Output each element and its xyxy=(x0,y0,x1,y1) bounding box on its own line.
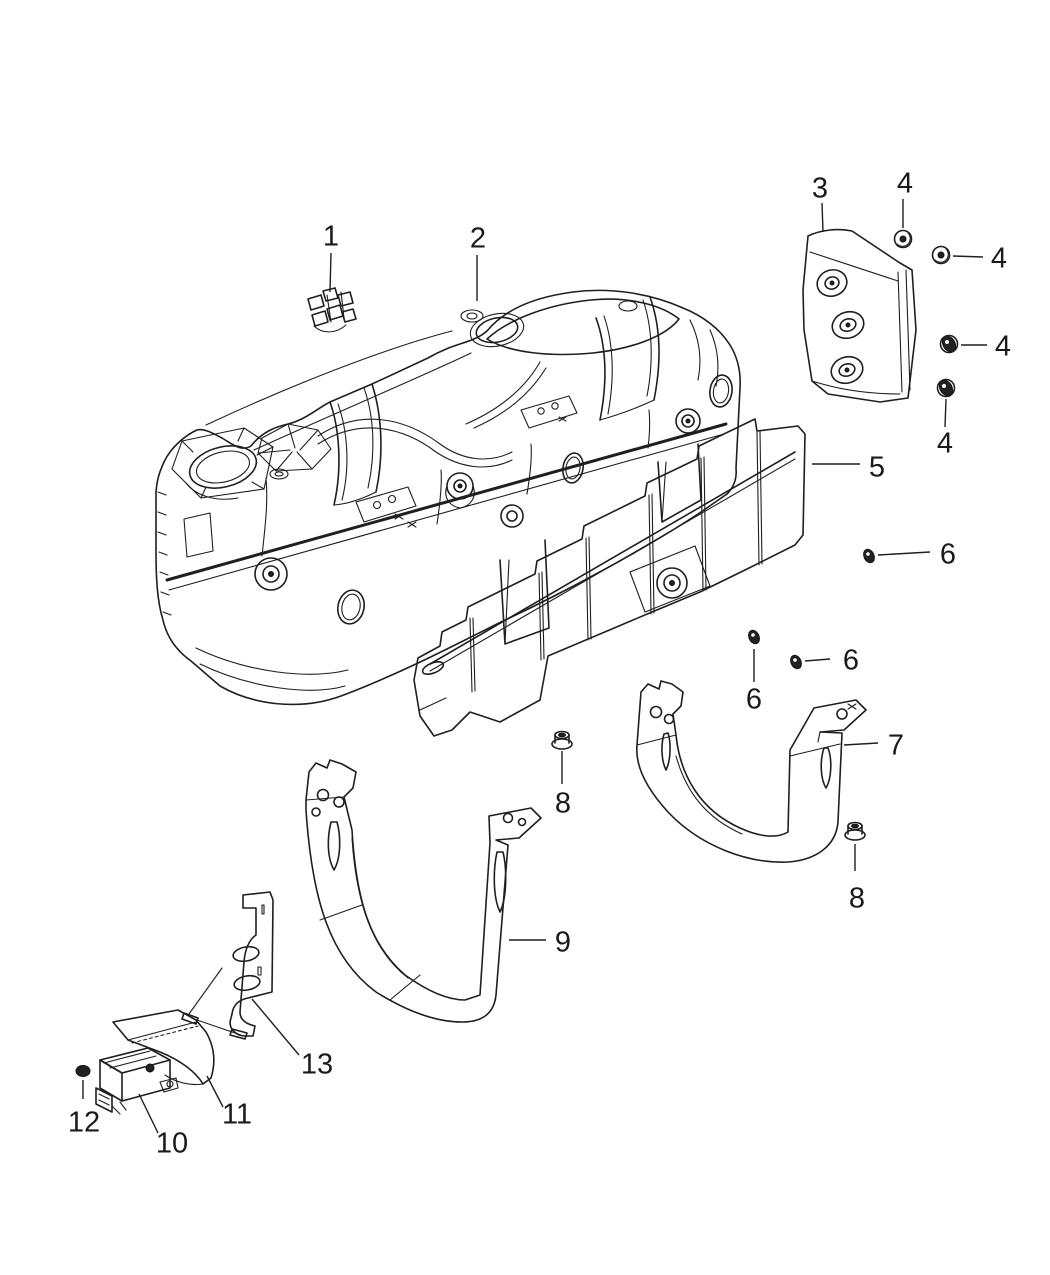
sensor-bracket-part xyxy=(181,891,274,1040)
callout-leader-6 xyxy=(804,658,831,662)
callout-label-3: 3 xyxy=(812,172,828,204)
callout-label-4: 4 xyxy=(995,330,1011,362)
callout-label-7: 7 xyxy=(888,729,904,761)
push-nut xyxy=(931,245,951,265)
callout-label-8: 8 xyxy=(555,787,571,819)
fuel-sensor-part xyxy=(95,1047,179,1115)
tank-grommet xyxy=(254,408,701,591)
callout-label-1: 1 xyxy=(323,220,339,252)
push-nut xyxy=(939,334,959,354)
flange-nut-fasteners xyxy=(551,730,866,841)
flange-nut xyxy=(551,730,573,750)
callout-leader-7 xyxy=(843,742,879,746)
push-nut-fasteners xyxy=(893,229,959,398)
tank-strap-right-part xyxy=(636,680,867,863)
callout-label-6: 6 xyxy=(746,683,762,715)
push-nut xyxy=(893,229,913,249)
hex-nut-fastener xyxy=(75,1065,91,1077)
callout-label-4: 4 xyxy=(991,242,1007,274)
shield-bracket-part xyxy=(802,228,917,403)
callout-label-11: 11 xyxy=(222,1098,252,1130)
callout-leader-6 xyxy=(877,551,931,556)
rivet xyxy=(748,629,760,645)
callout-label-2: 2 xyxy=(470,222,486,254)
flange-nut xyxy=(844,821,866,841)
callout-leader-4 xyxy=(952,255,984,258)
fuel-pump-opening xyxy=(188,445,258,489)
callout-label-4: 4 xyxy=(937,427,953,459)
rivet xyxy=(790,654,802,670)
callout-leader-11 xyxy=(206,1075,224,1108)
fuel-sender-opening xyxy=(475,316,519,344)
tank-strap-center-part xyxy=(305,759,542,1023)
fuel-tank-outline xyxy=(155,289,741,706)
callout-leader-4 xyxy=(944,398,947,428)
sensor-cover-part xyxy=(112,1009,215,1086)
push-nut xyxy=(936,378,956,398)
callout-leader-13 xyxy=(251,998,300,1056)
callout-leader-10 xyxy=(138,1093,159,1134)
callout-label-8: 8 xyxy=(849,882,865,914)
fuel-tank-part xyxy=(155,289,741,706)
callout-label-9: 9 xyxy=(555,926,571,958)
callout-label-6: 6 xyxy=(940,538,956,570)
rivet xyxy=(863,548,875,564)
callout-label-5: 5 xyxy=(869,451,885,483)
callout-leader-3 xyxy=(821,202,824,233)
retainer-clip-part xyxy=(307,287,357,333)
callout-leader-1 xyxy=(329,252,332,293)
callout-label-12: 12 xyxy=(68,1106,100,1138)
callout-label-4: 4 xyxy=(897,167,913,199)
callout-label-10: 10 xyxy=(156,1127,188,1159)
callout-label-6: 6 xyxy=(843,644,859,676)
callout-label-13: 13 xyxy=(301,1048,333,1080)
rivet-fasteners xyxy=(748,548,875,670)
heat-shield-part xyxy=(413,418,806,737)
